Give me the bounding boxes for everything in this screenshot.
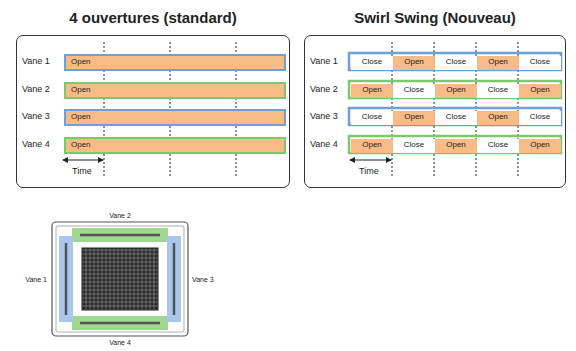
vane-state-segment: Close [519, 56, 561, 70]
timing-panel: Swirl Swing (Nouveau)CloseOpenCloseOpenC… [304, 35, 566, 188]
vane-state-segment: Close [477, 139, 519, 153]
state-label: Close [477, 84, 519, 96]
vane-label: Vane 1 [22, 56, 50, 67]
state-label: Open [477, 111, 519, 123]
vane-state-segment: Close [519, 111, 561, 125]
time-arrow [350, 160, 391, 161]
vane-state-segment: Close [435, 111, 477, 125]
state-label: Open [351, 84, 393, 96]
vane-label: Vane 3 [192, 275, 214, 284]
state-label: Open [519, 84, 561, 96]
cassette-unit [52, 222, 188, 336]
vane-state-segment: Open [519, 84, 561, 98]
vane-state-bar: Open [64, 137, 286, 154]
vane-label: Vane 4 [22, 139, 50, 150]
state-label: Close [393, 84, 435, 96]
vane-state-segment: Close [477, 84, 519, 98]
vane-state-segment: Open [477, 56, 519, 70]
vane-state-bar: Open [64, 109, 286, 126]
vane-label: Vane 4 [310, 139, 338, 150]
vane-label: Vane 1 [25, 275, 47, 284]
vane-state-segment: Open [351, 139, 393, 153]
row-outline [349, 81, 561, 98]
row-outline [349, 53, 561, 70]
state-label: Open [393, 111, 435, 123]
vane-state-segment: Open [435, 84, 477, 98]
vane-label: Vane 2 [310, 84, 338, 95]
vane-state-segment: Open [519, 139, 561, 153]
state-label: Open [435, 84, 477, 96]
state-label: Open [66, 111, 284, 123]
vane-state-segment: Close [351, 111, 393, 125]
row-outline [349, 108, 561, 125]
panel-title: 4 ouvertures (standard) [17, 8, 289, 28]
state-label: Open [66, 84, 284, 96]
vane-state-segment: Close [393, 84, 435, 98]
state-label: Close [351, 111, 393, 123]
state-label: Open [477, 56, 519, 68]
state-label: Open [66, 139, 284, 151]
state-label: Open [519, 139, 561, 151]
vane-state-bar: Open [64, 54, 286, 71]
vane-state-segment: Close [351, 56, 393, 70]
vane-label: Vane 2 [109, 211, 131, 220]
vane-state-segment: Close [435, 56, 477, 70]
state-label: Close [393, 139, 435, 151]
vane-label: Vane 3 [310, 111, 338, 122]
state-label: Open [351, 139, 393, 151]
vane-state-bar: Open [64, 82, 286, 99]
vane-label: Vane 4 [109, 338, 131, 347]
vane-label: Vane 2 [22, 84, 50, 95]
row-outline [349, 136, 561, 153]
panel-title: Swirl Swing (Nouveau) [305, 8, 565, 28]
vane-state-segment: Open [351, 84, 393, 98]
state-label: Open [435, 139, 477, 151]
vane-state-segment: Open [435, 139, 477, 153]
state-label: Close [519, 56, 561, 68]
state-label: Open [66, 56, 284, 68]
vane-label: Vane 1 [310, 56, 338, 67]
state-label: Open [393, 56, 435, 68]
time-label: Time [72, 166, 92, 177]
vane-state-segment: Open [477, 111, 519, 125]
state-label: Close [477, 139, 519, 151]
state-label: Close [435, 56, 477, 68]
state-label: Close [435, 111, 477, 123]
state-label: Close [519, 111, 561, 123]
time-label: Time [359, 166, 379, 177]
time-arrow [63, 160, 103, 161]
timing-panel: 4 ouvertures (standard)OpenOpenOpenOpen [16, 35, 290, 188]
vane-state-segment: Open [393, 111, 435, 125]
vane-state-segment: Close [393, 139, 435, 153]
vane-label: Vane 3 [22, 111, 50, 122]
vane-state-segment: Open [393, 56, 435, 70]
state-label: Close [351, 56, 393, 68]
